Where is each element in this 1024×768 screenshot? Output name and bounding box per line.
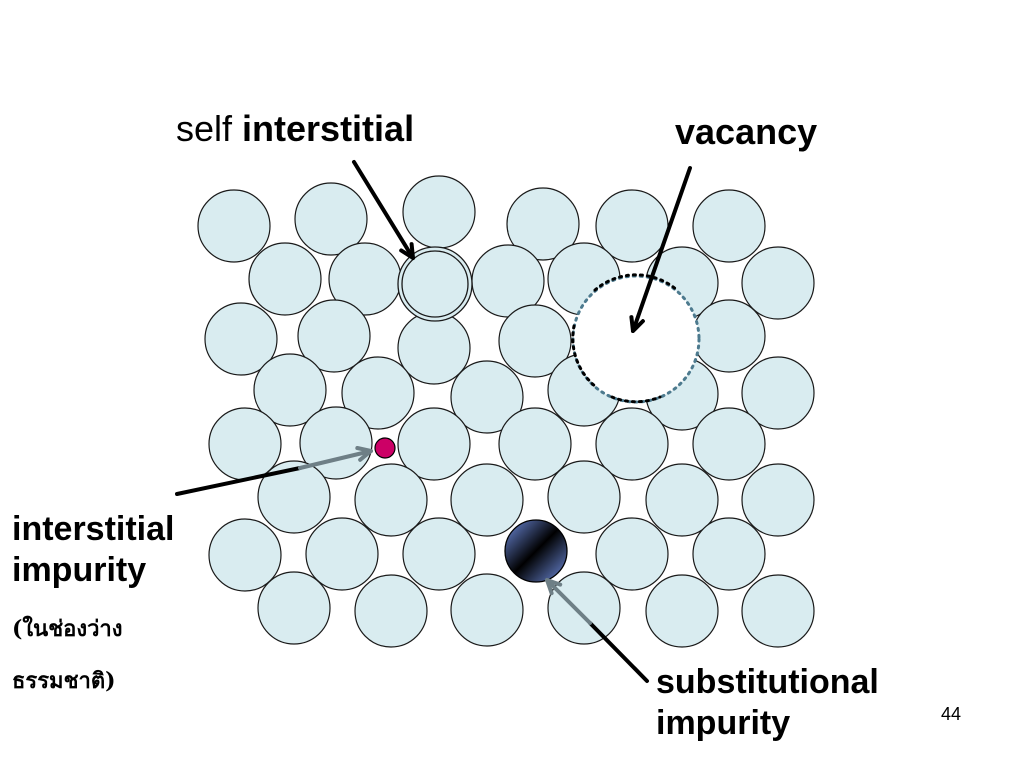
self-interstitial-arrow-head — [399, 242, 415, 260]
vacancy-dotted-left — [571, 324, 598, 389]
thai-line1: (ในช่องว่าง — [12, 616, 123, 642]
atom — [248, 242, 322, 316]
atom — [741, 356, 815, 430]
atom — [645, 463, 719, 537]
vacancy-arrow-head — [629, 315, 645, 333]
atom — [547, 571, 621, 645]
interstitial-impurity-line2: impurity — [12, 550, 147, 589]
atom — [197, 189, 271, 263]
atom — [450, 360, 524, 434]
atom — [595, 407, 669, 481]
substitutional-line2: impurity — [656, 703, 791, 742]
vacancy-arrow — [631, 166, 692, 333]
atom — [299, 406, 373, 480]
defects-layer — [374, 246, 701, 583]
interstitial-arrow-head — [355, 446, 373, 462]
atom — [645, 574, 719, 648]
atom — [402, 517, 476, 591]
atom — [397, 407, 471, 481]
vacancy-dotted-top — [593, 273, 679, 292]
atom — [692, 299, 766, 373]
atom — [253, 353, 327, 427]
thai-line2: ธรรมชาติ) — [12, 667, 116, 694]
atom — [692, 517, 766, 591]
atom — [450, 573, 524, 647]
self-interstitial-prefix: self — [176, 108, 243, 149]
atom — [692, 189, 766, 263]
atom — [341, 356, 415, 430]
atom — [305, 517, 379, 591]
vacancy-label: vacancy — [675, 111, 818, 152]
self-interstitial-arrow — [352, 160, 415, 260]
interstitial-impurity-atom — [374, 437, 396, 459]
atom — [498, 304, 572, 378]
page-number: 44 — [941, 704, 962, 724]
self-interstitial-label: self interstitial — [176, 108, 414, 149]
atom — [692, 407, 766, 481]
atom — [354, 574, 428, 648]
substitutional-impurity-atom — [504, 519, 568, 583]
atom — [741, 246, 815, 320]
interstitial-arrow-tail — [175, 466, 302, 496]
atom — [294, 182, 368, 256]
atom — [208, 518, 282, 592]
atom — [354, 463, 428, 537]
thai-annotation: (ในช่องว่าง ธรรมชาติ) — [12, 604, 123, 707]
substitutional-line1: substitutional — [656, 663, 879, 701]
atom — [741, 574, 815, 648]
arrows-layer — [175, 160, 692, 683]
atom — [506, 187, 580, 261]
substitutional-arrow-tail — [588, 621, 649, 683]
atom — [257, 460, 331, 534]
vacancy-site — [573, 276, 699, 402]
substitutional-arrow-head — [545, 578, 563, 596]
atom — [547, 460, 621, 534]
atom — [450, 463, 524, 537]
substitutional-arrow — [545, 578, 592, 625]
self-interstitial-inner-ring — [401, 250, 469, 318]
self-interstitial-bold: interstitial — [242, 108, 415, 149]
substitutional-impurity-label: substitutional impurity — [656, 662, 879, 744]
atom — [257, 571, 331, 645]
interstitial-impurity-line1: interstitial — [12, 510, 175, 548]
vacancy-dotted-bottom — [610, 395, 662, 404]
atom-lattice — [197, 175, 815, 648]
atom — [297, 299, 371, 373]
atom — [741, 463, 815, 537]
interstitial-impurity-label: interstitial impurity — [12, 509, 174, 591]
atom — [204, 302, 278, 376]
atom — [498, 407, 572, 481]
self-interstitial-atom — [397, 246, 473, 322]
atom — [402, 175, 476, 249]
interstitial-arrow — [298, 449, 373, 470]
atom — [595, 517, 669, 591]
